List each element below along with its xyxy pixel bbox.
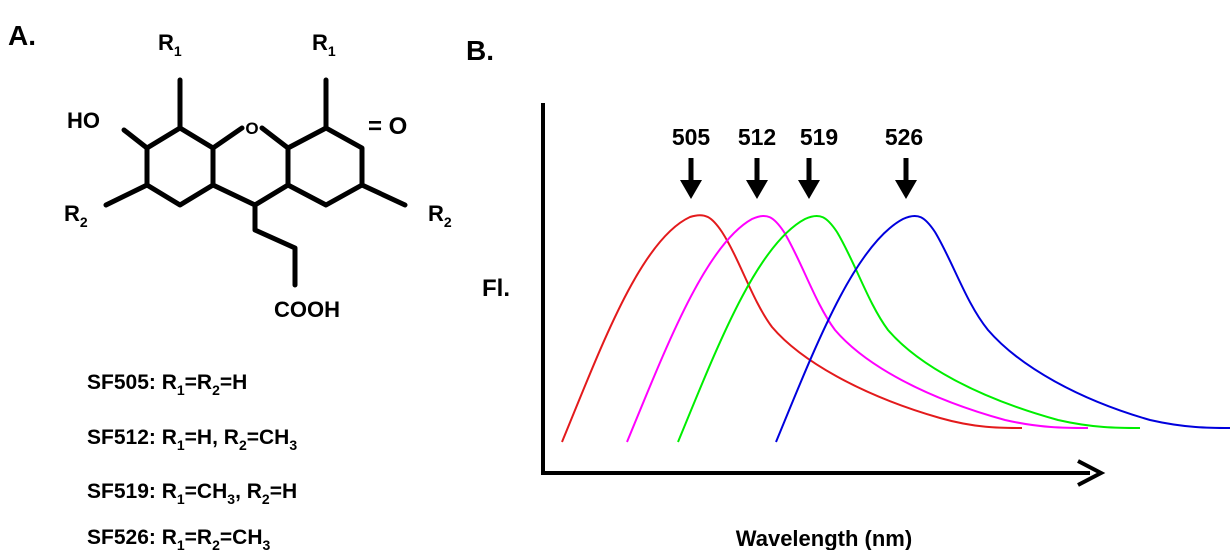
- x-axis-arrowhead: [1077, 459, 1106, 487]
- peak-markers: 505 512 519 526: [672, 124, 923, 199]
- r2-left-label: R2: [64, 201, 88, 230]
- r1-right-label: R1: [312, 30, 336, 59]
- y-axis-label: Fl.: [482, 275, 510, 302]
- compound-legend: SF505: R1=R2=H SF512: R1=H, R2=CH3 SF519…: [87, 371, 297, 550]
- spectrum-sf519: [677, 214, 1141, 443]
- legend-sf512: SF512: R1=H, R2=CH3: [87, 426, 297, 453]
- peak-arrow-505: [680, 158, 702, 199]
- left-ring: [144, 125, 216, 208]
- r1-left-label: R1: [158, 30, 182, 59]
- x-axis-label: Wavelength (nm): [736, 526, 912, 550]
- acid-chain: [252, 202, 298, 288]
- peak-arrow-512: [746, 158, 768, 199]
- legend-sf519: SF519: R1=CH3, R2=H: [87, 480, 297, 507]
- peak-arrow-519: [798, 158, 820, 199]
- panel-a-label: A.: [8, 20, 36, 51]
- peak-label-519: 519: [800, 124, 838, 150]
- ho-label: HO: [67, 108, 100, 133]
- r2-left-bond: [103, 182, 150, 208]
- legend-sf526: SF526: R1=R2=CH3: [87, 526, 271, 550]
- cooh-label: COOH: [274, 297, 340, 322]
- peak-label-505: 505: [672, 124, 711, 150]
- legend-sf505: SF505: R1=R2=H: [87, 371, 247, 398]
- spectrum-sf512: [626, 214, 1089, 443]
- peak-arrow-526: [895, 158, 917, 199]
- r2-right-label: R2: [428, 201, 452, 230]
- peak-label-512: 512: [738, 124, 776, 150]
- ring-oxygen-label: O: [245, 119, 258, 138]
- peak-label-526: 526: [885, 124, 923, 150]
- panel-b-label: B.: [466, 35, 494, 66]
- plot-axes: [541, 103, 1106, 487]
- spectrum-sf505: [561, 214, 1023, 443]
- emission-spectra: [561, 214, 1230, 443]
- r2-right-bond: [359, 182, 408, 208]
- ho-bond: [121, 127, 150, 151]
- central-ring: [210, 125, 291, 208]
- keto-label: = O: [368, 113, 407, 140]
- right-ring: [285, 125, 365, 208]
- spectrum-sf526: [775, 214, 1230, 443]
- molecular-structure: [103, 77, 408, 288]
